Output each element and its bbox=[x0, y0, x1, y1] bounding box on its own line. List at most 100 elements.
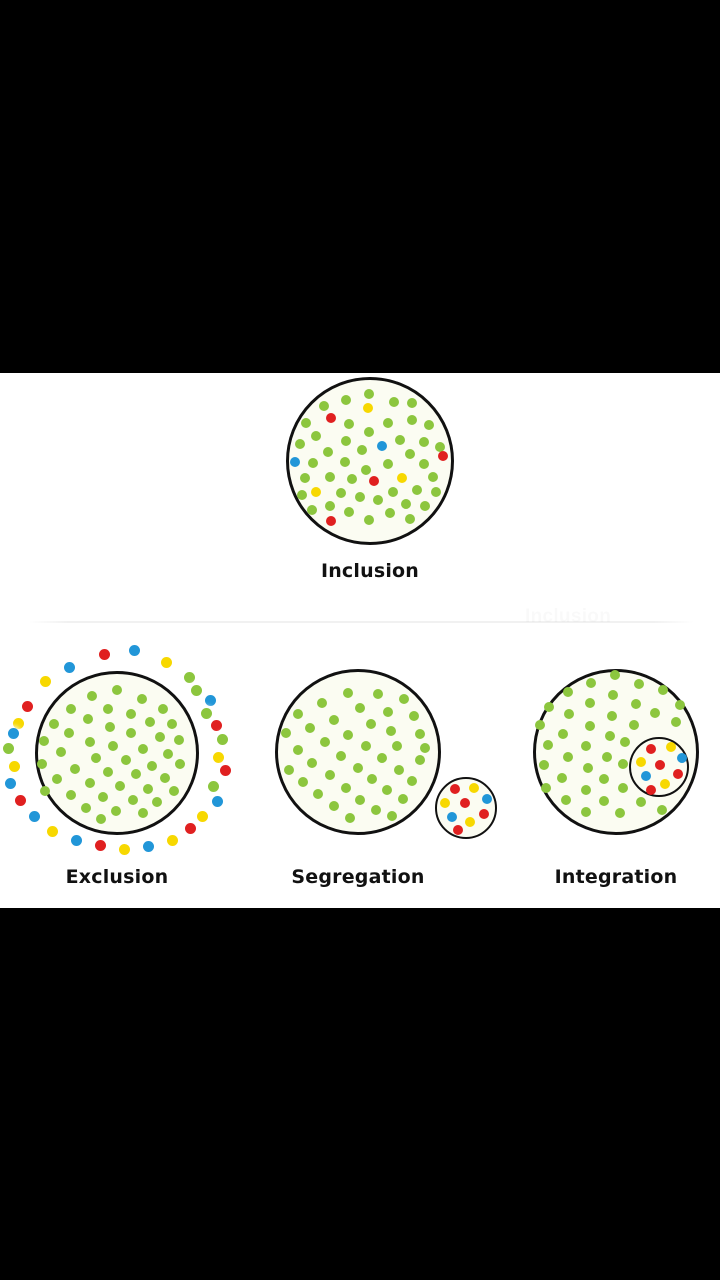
dot-red bbox=[453, 825, 463, 835]
dot-red bbox=[326, 516, 336, 526]
dot-green bbox=[650, 708, 660, 718]
dot-green bbox=[395, 435, 405, 445]
dot-green bbox=[340, 457, 350, 467]
dot-green bbox=[325, 501, 335, 511]
panel-integration: Integration bbox=[0, 373, 720, 908]
dot-green bbox=[343, 688, 353, 698]
dot-green bbox=[599, 796, 609, 806]
dot-green bbox=[126, 728, 136, 738]
outside-dot-blue bbox=[4, 777, 16, 789]
dot-blue bbox=[677, 753, 687, 763]
dot-green bbox=[586, 678, 596, 688]
dot-green bbox=[293, 745, 303, 755]
panel-label-integration: Integration bbox=[554, 866, 678, 888]
dot-green bbox=[307, 505, 317, 515]
dot-green bbox=[675, 700, 685, 710]
outside-dot-blue bbox=[211, 795, 223, 807]
dot-green bbox=[345, 813, 355, 823]
dot-green bbox=[581, 785, 591, 795]
dot-green bbox=[131, 769, 141, 779]
dot-green bbox=[431, 487, 441, 497]
dot-red bbox=[460, 798, 470, 808]
outside-dot-blue bbox=[204, 694, 216, 706]
dot-red bbox=[673, 769, 683, 779]
dot-green bbox=[583, 763, 593, 773]
dot-green bbox=[329, 715, 339, 725]
dot-green bbox=[671, 717, 681, 727]
dot-green bbox=[387, 811, 397, 821]
outside-dot-green bbox=[207, 780, 219, 792]
dot-green bbox=[563, 687, 573, 697]
dot-green bbox=[357, 445, 367, 455]
outside-dot-blue bbox=[128, 644, 140, 656]
dot-green bbox=[155, 732, 165, 742]
dot-green bbox=[298, 777, 308, 787]
dot-green bbox=[543, 740, 553, 750]
panel-exclusion: Exclusion bbox=[0, 373, 720, 908]
dot-green bbox=[347, 474, 357, 484]
dot-green bbox=[83, 714, 93, 724]
dot-green bbox=[657, 805, 667, 815]
dot-green bbox=[336, 751, 346, 761]
dot-green bbox=[377, 753, 387, 763]
dot-green bbox=[152, 797, 162, 807]
dot-green bbox=[343, 730, 353, 740]
dot-green bbox=[40, 786, 50, 796]
dot-green bbox=[307, 758, 317, 768]
dot-blue bbox=[290, 457, 300, 467]
dot-green bbox=[382, 785, 392, 795]
dot-green bbox=[355, 703, 365, 713]
dot-green bbox=[371, 805, 381, 815]
panel-inclusion: Inclusion bbox=[0, 373, 720, 908]
dot-green bbox=[412, 485, 422, 495]
dot-green bbox=[70, 764, 80, 774]
row-divider bbox=[28, 621, 694, 623]
dot-green bbox=[435, 442, 445, 452]
dot-green bbox=[355, 492, 365, 502]
outside-dot-yellow bbox=[39, 675, 51, 687]
panel-segregation: Segregation bbox=[0, 373, 720, 908]
dot-yellow bbox=[311, 487, 321, 497]
dot-blue bbox=[447, 812, 457, 822]
letterbox-bottom bbox=[0, 908, 720, 1280]
dot-blue bbox=[482, 794, 492, 804]
outside-dot-green bbox=[200, 707, 212, 719]
panel-label-segregation: Segregation bbox=[291, 866, 425, 888]
outside-dot-green bbox=[2, 742, 14, 754]
dot-green bbox=[428, 472, 438, 482]
dot-green bbox=[39, 736, 49, 746]
dot-green bbox=[419, 459, 429, 469]
dot-green bbox=[364, 389, 374, 399]
dot-green bbox=[103, 767, 113, 777]
dot-green bbox=[420, 743, 430, 753]
dot-green bbox=[85, 778, 95, 788]
dot-green bbox=[81, 803, 91, 813]
dot-green bbox=[539, 760, 549, 770]
dot-green bbox=[66, 790, 76, 800]
outside-dot-red bbox=[219, 764, 231, 776]
dot-green bbox=[364, 515, 374, 525]
dot-green bbox=[419, 437, 429, 447]
dot-green bbox=[409, 711, 419, 721]
panel-label-inclusion: Inclusion bbox=[320, 560, 420, 582]
dot-green bbox=[366, 719, 376, 729]
dot-green bbox=[544, 702, 554, 712]
dot-green bbox=[355, 795, 365, 805]
dot-green bbox=[115, 781, 125, 791]
outside-dot-blue bbox=[63, 661, 75, 673]
dot-yellow bbox=[363, 403, 373, 413]
dot-green bbox=[373, 495, 383, 505]
dot-green bbox=[658, 685, 668, 695]
dot-green bbox=[636, 797, 646, 807]
dot-green bbox=[607, 711, 617, 721]
dot-green bbox=[336, 488, 346, 498]
dot-yellow bbox=[440, 798, 450, 808]
dot-green bbox=[420, 501, 430, 511]
dot-green bbox=[105, 722, 115, 732]
dot-green bbox=[158, 704, 168, 714]
dot-green bbox=[618, 783, 628, 793]
dot-green bbox=[541, 783, 551, 793]
outside-dot-yellow bbox=[166, 834, 178, 846]
diagram-plate: Inclusion InclusionExclusionSegregationI… bbox=[0, 373, 720, 908]
